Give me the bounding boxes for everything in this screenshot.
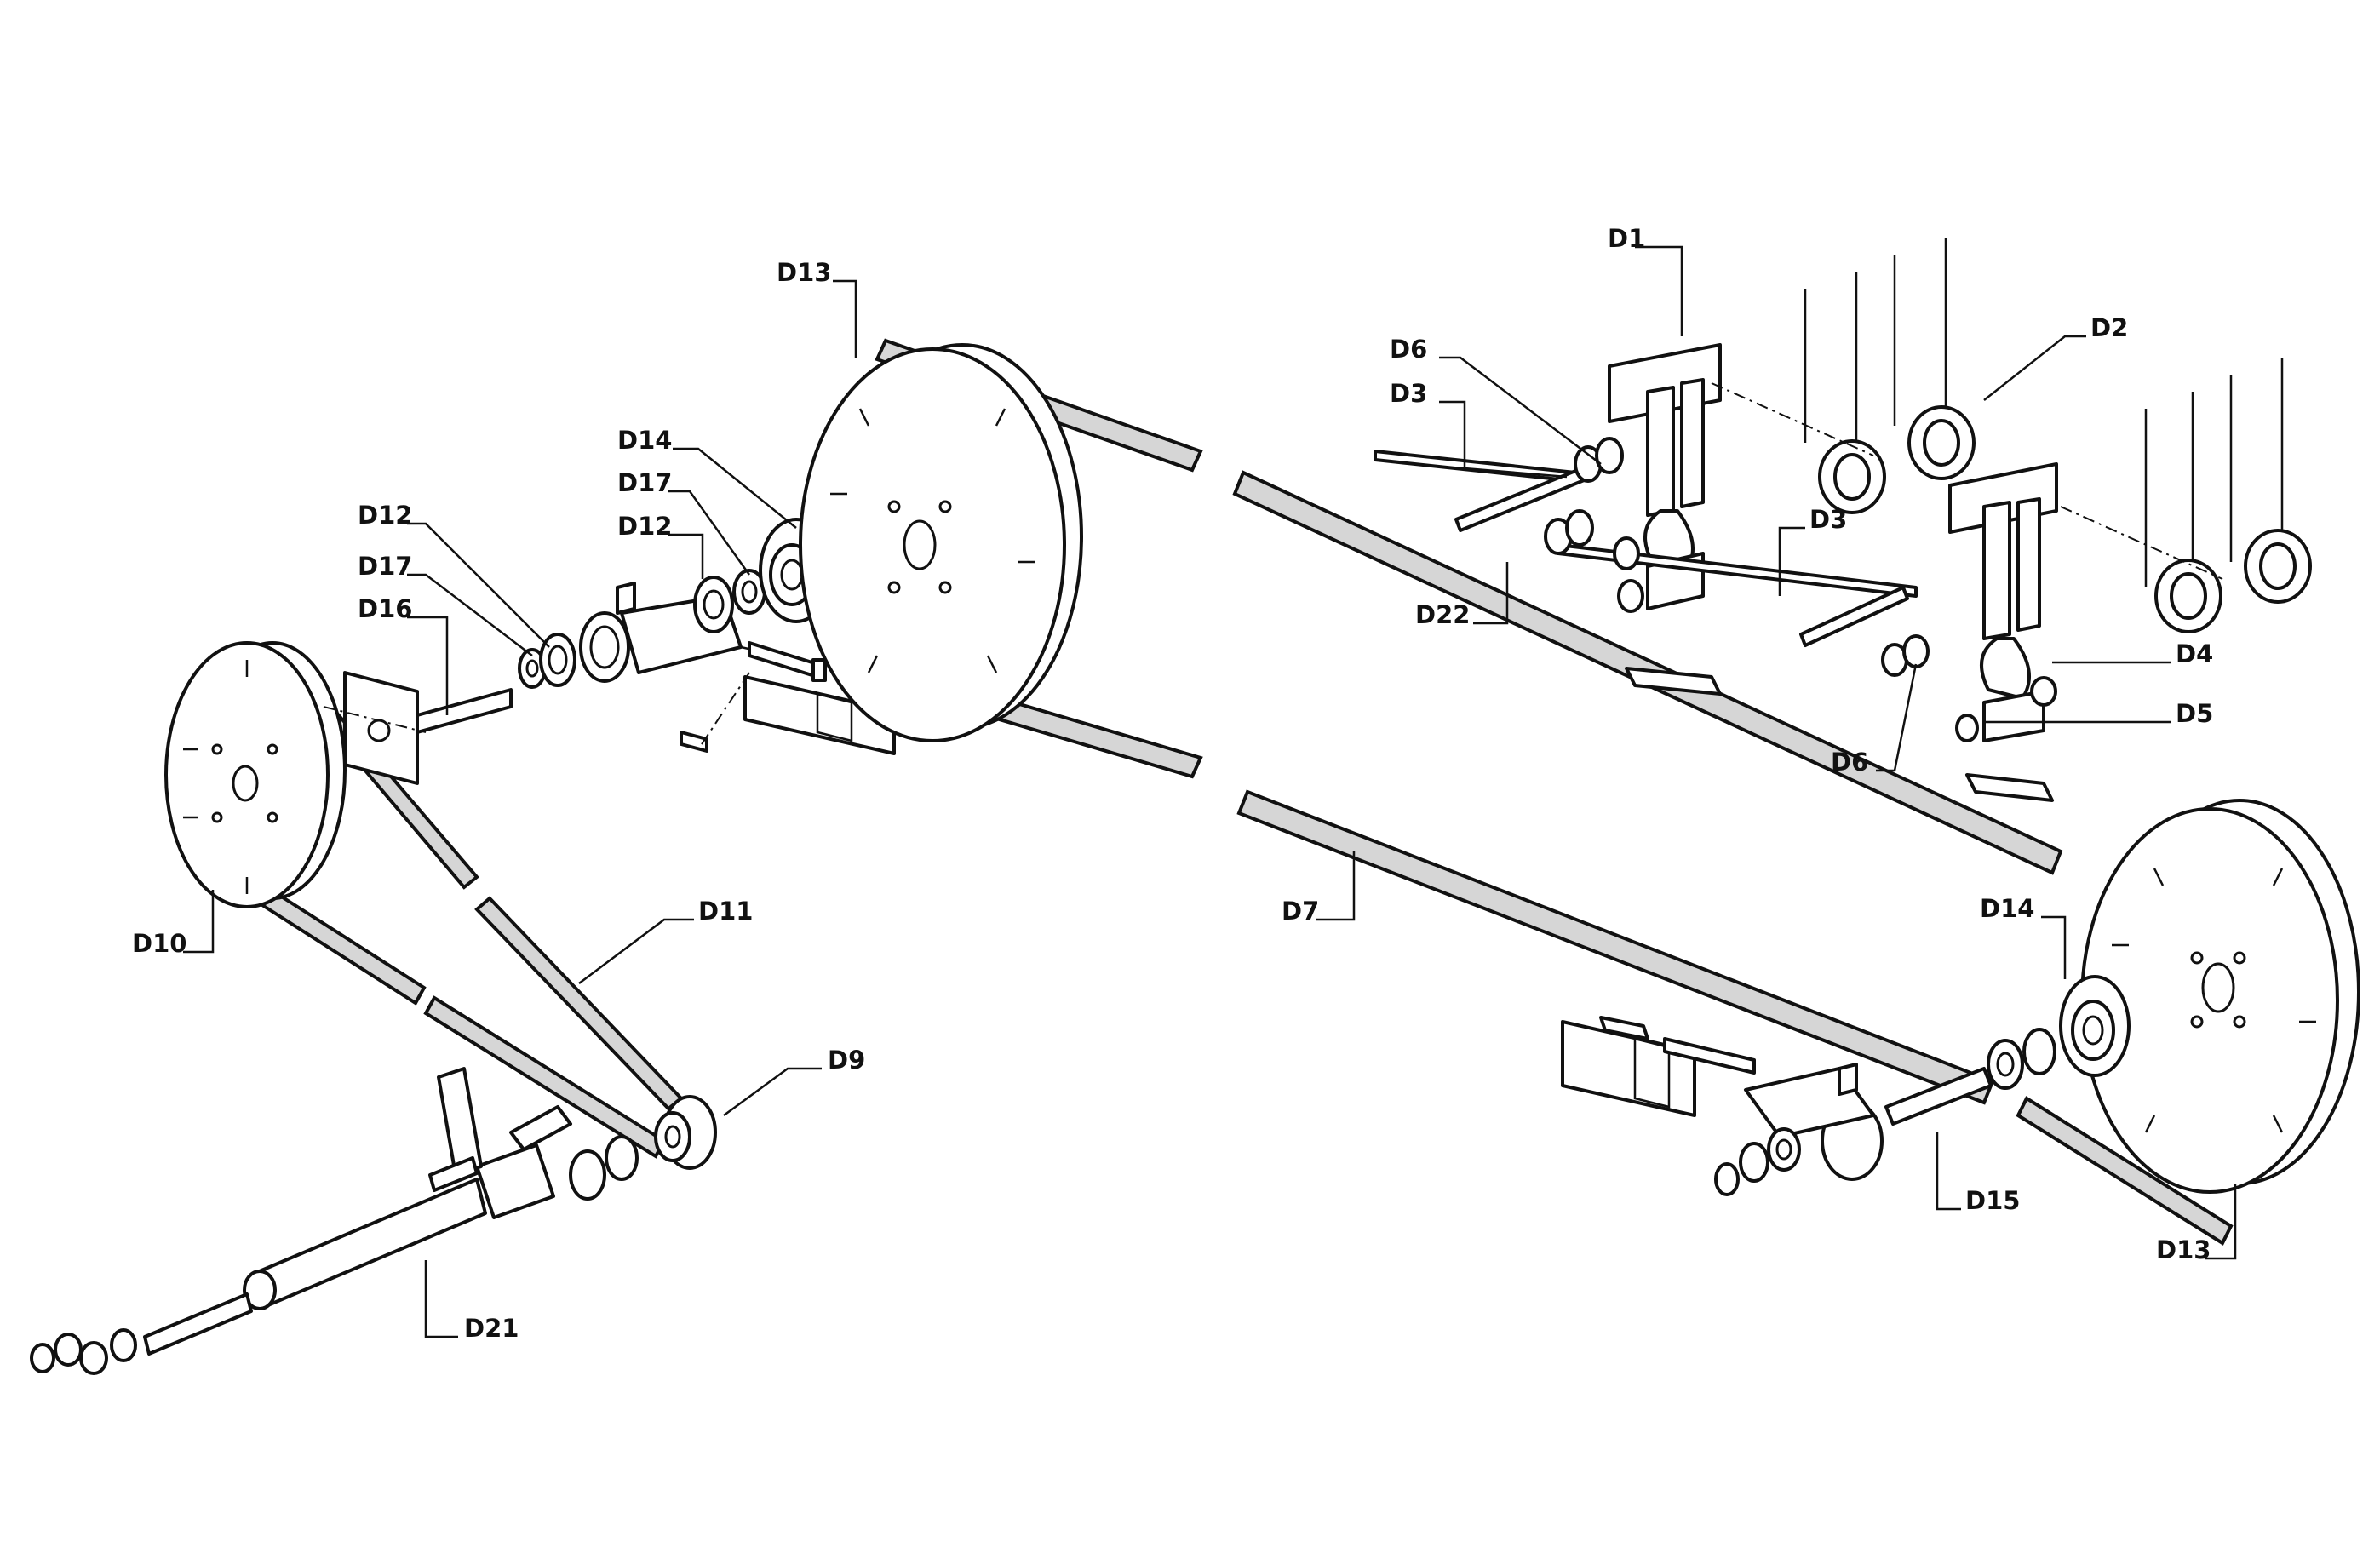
- label-d17-mid: D17: [617, 468, 672, 497]
- label-d14-left: D14: [617, 426, 672, 455]
- label-d22: D22: [1415, 600, 1470, 629]
- label-d6-bot: D6: [1831, 748, 1868, 777]
- center-lines: [323, 382, 2223, 750]
- belt-d7: [1232, 470, 2234, 1246]
- washers-right-lower: [1714, 1127, 1801, 1196]
- tensioner-block-right: [1561, 1016, 1756, 1117]
- pulley-d13-left: [799, 343, 1083, 742]
- rake-frame-d1-right: [1948, 462, 2058, 742]
- label-d13-right: D13: [2156, 1235, 2211, 1264]
- label-d1: D1: [1608, 224, 1645, 253]
- drive-shaft-d21: [30, 1067, 639, 1375]
- mounting-plate-d16: [343, 671, 513, 785]
- label-d6-top: D6: [1390, 335, 1427, 364]
- label-d13-left: D13: [777, 258, 831, 287]
- label-d15: D15: [1965, 1186, 2020, 1215]
- label-d10: D10: [132, 929, 186, 958]
- label-d9: D9: [828, 1046, 865, 1075]
- shaft-d15: [1744, 1063, 1993, 1181]
- bearing-d12-mid: [693, 576, 734, 633]
- label-d17-left: D17: [358, 552, 412, 581]
- label-d5: D5: [2176, 699, 2213, 728]
- bearing-d12-left: [539, 633, 576, 687]
- callout-leaders: [183, 245, 2237, 1338]
- label-d11: D11: [698, 897, 753, 926]
- label-d2: D2: [2090, 313, 2128, 342]
- left-assembly: [30, 338, 1203, 1375]
- label-d14-right: D14: [1980, 894, 2034, 923]
- label-d21: D21: [464, 1314, 519, 1343]
- label-d7: D7: [1282, 897, 1319, 926]
- label-d12-mid: D12: [617, 512, 672, 541]
- washer-d17-mid: [732, 569, 766, 615]
- right-assembly: [323, 238, 2360, 1246]
- pulley-d9: [654, 1095, 717, 1170]
- pulley-d13-right: [2080, 799, 2360, 1194]
- washers-d6: [1544, 437, 2057, 742]
- label-d3-top: D3: [1390, 379, 1427, 408]
- label-d4: D4: [2176, 639, 2213, 668]
- label-d12-left: D12: [358, 501, 412, 530]
- label-d16: D16: [358, 594, 412, 623]
- adjusting-bolt: [680, 641, 827, 753]
- callout-labels: D13 D14 D17 D12 D12 D17 D16 D10 D11 D9 D…: [132, 224, 2213, 1343]
- shafts-d3-d22: [1374, 450, 1918, 647]
- flange-d14-right: [2059, 975, 2131, 1077]
- pulley-d10: [164, 641, 347, 908]
- tine-springs-d2: [1804, 238, 2312, 633]
- clips-under-frames: [1625, 667, 2054, 802]
- label-d3-mid: D3: [1809, 505, 1847, 534]
- bearing-right: [1987, 1028, 2056, 1090]
